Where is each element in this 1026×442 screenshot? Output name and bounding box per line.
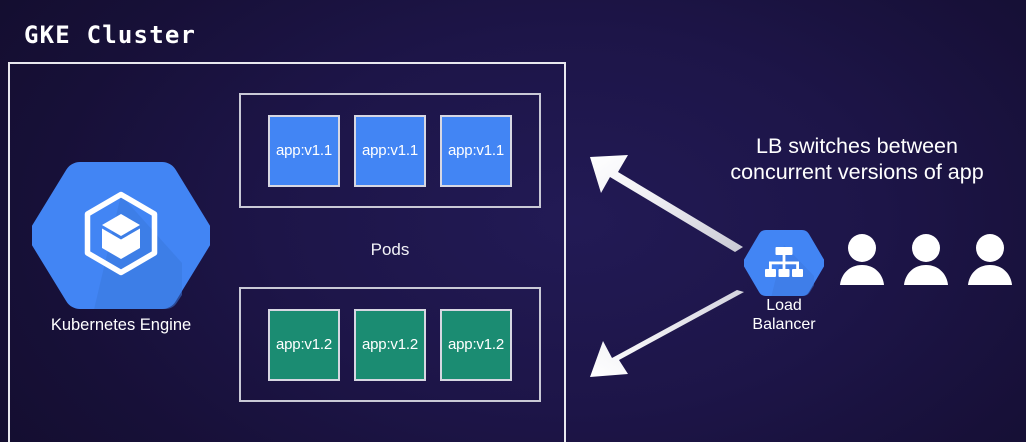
load-balancer-label-line1: Load: [766, 297, 802, 314]
kubernetes-engine-hexagon: [32, 158, 210, 313]
lb-annotation: LB switches between concurrent versions …: [688, 133, 1026, 185]
user-icon: [840, 234, 884, 285]
arrow-to-v12-pods: [590, 290, 744, 377]
load-balancer-label-line2: Balancer: [752, 316, 816, 333]
pod-app-v11: app:v1.1: [354, 114, 426, 187]
gke-cluster-boundary: [8, 62, 566, 442]
user-icon: [904, 234, 948, 285]
pod-row: app:v1.2 app:v1.2 app:v1.2: [241, 289, 539, 400]
kubernetes-engine-icon: [32, 162, 210, 309]
lb-annotation-line1: LB switches between: [756, 134, 958, 158]
pod-app-v12: app:v1.2: [268, 308, 340, 381]
kubernetes-engine-node: Kubernetes Engine: [32, 158, 210, 343]
pods-label: Pods: [370, 240, 410, 259]
user-icon: [968, 234, 1012, 285]
pod-app-v12: app:v1.2: [440, 308, 512, 381]
lb-annotation-line2: concurrent versions of app: [730, 160, 984, 184]
pod-group-v11: app:v1.1 app:v1.1 app:v1.1: [239, 93, 541, 208]
kubernetes-engine-label: Kubernetes Engine: [50, 316, 192, 334]
users-group: [838, 234, 1014, 286]
load-balancer-node: Load Balancer: [742, 228, 826, 338]
pod-group-v12: app:v1.2 app:v1.2 app:v1.2: [239, 287, 541, 402]
page-title: GKE Cluster: [24, 21, 197, 49]
pod-app-v11: app:v1.1: [268, 114, 340, 187]
pod-row: app:v1.1 app:v1.1 app:v1.1: [241, 95, 539, 206]
load-balancer-label: Load Balancer: [730, 296, 838, 334]
pod-app-v12: app:v1.2: [354, 308, 426, 381]
pod-app-v11: app:v1.1: [440, 114, 512, 187]
load-balancer-icon: [742, 229, 826, 297]
